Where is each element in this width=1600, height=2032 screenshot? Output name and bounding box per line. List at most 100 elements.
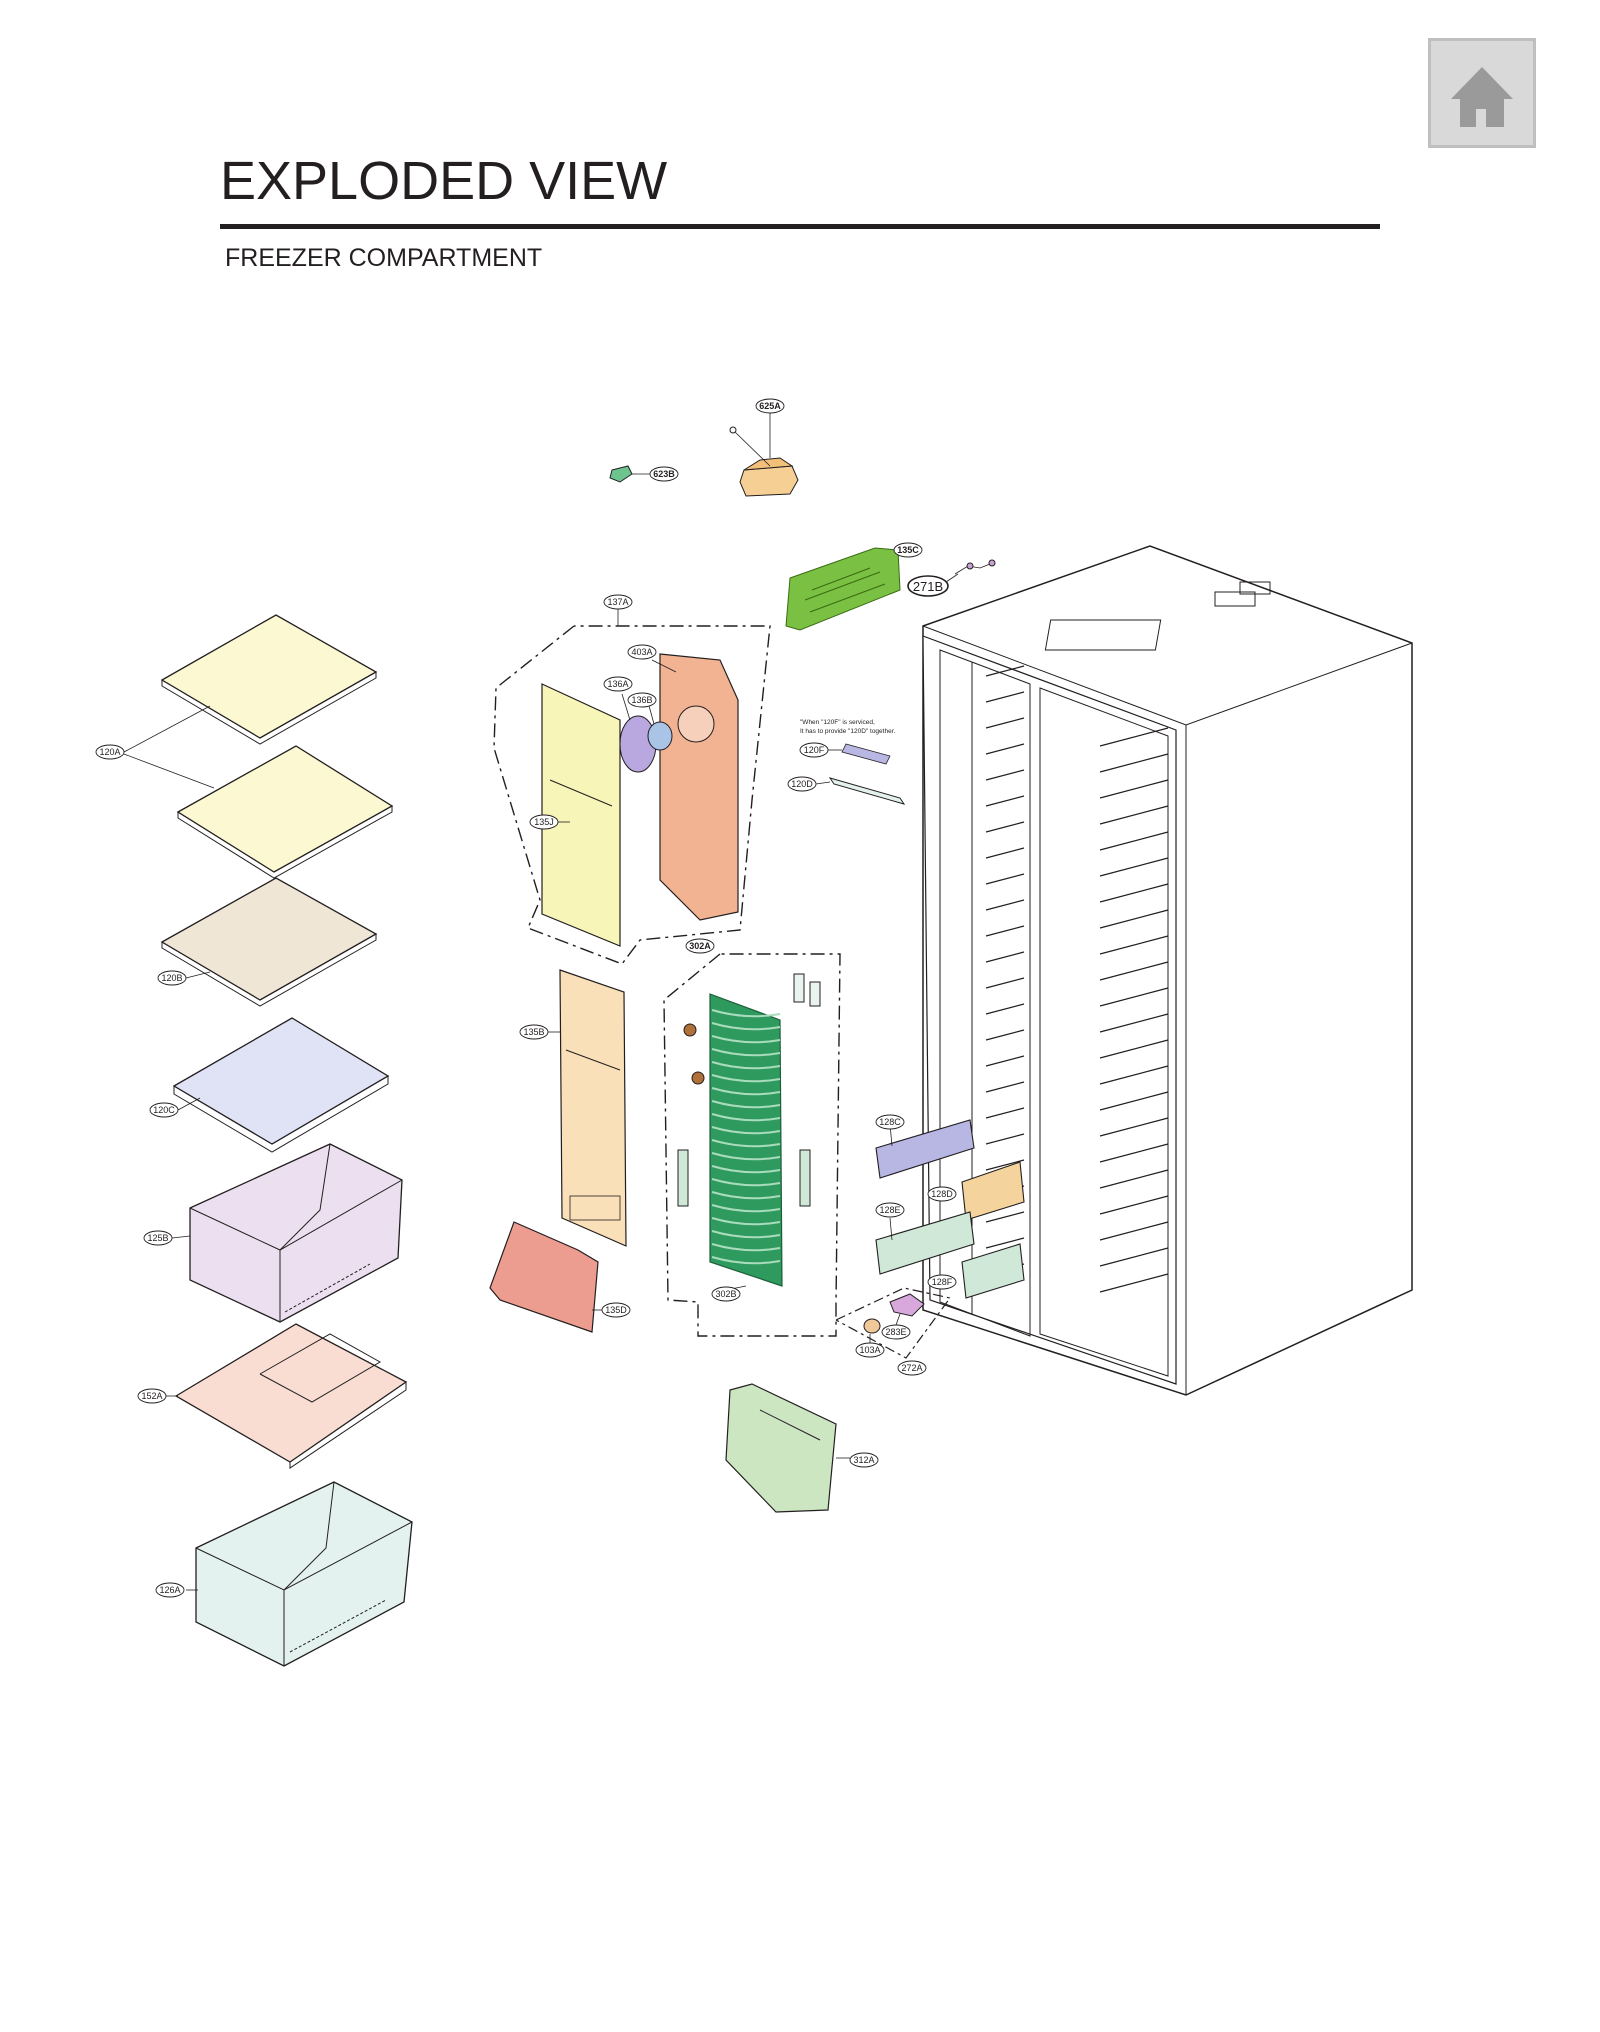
- part-312A-housing: [725, 1383, 837, 1513]
- cabinet-shelf-slat: [985, 717, 1025, 729]
- evaporator-fin: [711, 1165, 781, 1174]
- cabinet-shelf-slat: [985, 1029, 1025, 1041]
- cabinet-shelf-slat: [985, 1133, 1025, 1145]
- part-625A-assembly: [729, 413, 799, 497]
- label-126A: 126A: [155, 1582, 185, 1598]
- svg-text:625A: 625A: [759, 401, 781, 411]
- part-128C-rail: [875, 1119, 975, 1179]
- label-120F: 120F: [799, 742, 829, 758]
- label-128C: 128C: [875, 1114, 905, 1130]
- label-120C: 120C: [149, 1102, 179, 1118]
- label-120B: 120B: [157, 970, 187, 986]
- evaporator-fin: [711, 1009, 781, 1018]
- evaporator-fin: [711, 1087, 781, 1096]
- cabinet-shelf-slat: [985, 899, 1025, 911]
- cabinet-door-bin-line: [1099, 1273, 1169, 1293]
- label-136A: 136A: [603, 676, 633, 692]
- cabinet-door-bin-line: [1099, 1065, 1169, 1085]
- label-135J: 135J: [529, 814, 559, 830]
- cabinet-shelf-slat: [985, 1211, 1025, 1223]
- svg-text:271B: 271B: [913, 579, 943, 594]
- evaporator-fin: [711, 1100, 781, 1109]
- cabinet-door-bin-line: [1099, 987, 1169, 1007]
- svg-text:623B: 623B: [653, 469, 675, 479]
- evaporator-fin: [711, 1139, 781, 1148]
- cabinet-door-bin-line: [1099, 1117, 1169, 1137]
- home-icon: [1451, 67, 1513, 127]
- svg-text:136B: 136B: [631, 695, 652, 705]
- label-137A: 137A: [603, 594, 633, 610]
- evaporator-fin: [711, 1217, 781, 1226]
- svg-text:137A: 137A: [607, 597, 628, 607]
- part-271B-wire: [954, 559, 996, 575]
- svg-text:403A: 403A: [631, 647, 652, 657]
- cabinet-shelf-lines: [985, 665, 1169, 1293]
- label-120A: 120A: [95, 744, 125, 760]
- title-rule: [220, 224, 1380, 229]
- cabinet-door-bin-line: [1099, 1195, 1169, 1215]
- part-125B-bin: [189, 1143, 403, 1323]
- label-623B: 623B: [649, 466, 679, 482]
- part-135D-duct: [489, 1221, 599, 1333]
- cabinet-shelf-slat: [985, 743, 1025, 755]
- cabinet-shelf-slat: [985, 769, 1025, 781]
- part-135B-duct: [559, 969, 627, 1247]
- svg-text:128E: 128E: [879, 1205, 900, 1215]
- svg-text:152A: 152A: [141, 1391, 162, 1401]
- label-103A: 103A: [855, 1342, 885, 1358]
- evaporator-fin: [711, 1061, 781, 1070]
- group-302A-boundary: [663, 953, 841, 1337]
- cabinet-door-bin-line: [1099, 883, 1169, 903]
- label-271B: 271B: [907, 575, 949, 597]
- label-302A: 302A: [685, 938, 715, 954]
- part-126A-bin: [195, 1481, 413, 1667]
- svg-text:120B: 120B: [161, 973, 182, 983]
- cabinet-door-bin-line: [1099, 1221, 1169, 1241]
- label-128F: 128F: [927, 1274, 957, 1290]
- cabinet-door-bin-line: [1099, 831, 1169, 851]
- label-152A: 152A: [137, 1388, 167, 1404]
- cabinet-shelf-slat: [985, 951, 1025, 963]
- evaporator-fin: [711, 1074, 781, 1083]
- cabinet-door-bin-line: [1099, 1091, 1169, 1111]
- cabinet-shelf-slat: [985, 821, 1025, 833]
- label-136B: 136B: [627, 692, 657, 708]
- home-button[interactable]: [1428, 38, 1536, 148]
- label-120D: 120D: [787, 776, 817, 792]
- evaporator-fin: [711, 1035, 781, 1044]
- evaporator-fin: [711, 1230, 781, 1239]
- evaporator-fin: [711, 1126, 781, 1135]
- svg-text:120C: 120C: [153, 1105, 175, 1115]
- cabinet-door-bin-line: [1099, 1039, 1169, 1059]
- svg-text:283E: 283E: [885, 1327, 906, 1337]
- cabinet-shelf-slat: [985, 925, 1025, 937]
- label-625A: 625A: [755, 398, 785, 414]
- svg-text:302A: 302A: [689, 941, 711, 951]
- label-403A: 403A: [627, 644, 657, 660]
- cabinet-shelf-slat: [985, 847, 1025, 859]
- cabinet-shelf-slat: [985, 977, 1025, 989]
- group-272A-boundary: [835, 1287, 952, 1359]
- label-272A: 272A: [897, 1360, 927, 1376]
- label-135C: 135C: [893, 542, 923, 558]
- cabinet-door-bin-line: [1099, 1169, 1169, 1189]
- service-note-line2: It has to provide "120D" together.: [800, 728, 896, 735]
- label-302B: 302B: [711, 1286, 741, 1302]
- part-120D: [828, 777, 906, 805]
- part-128F-rail: [961, 1243, 1025, 1299]
- part-128D-rail: [961, 1161, 1025, 1221]
- svg-text:135B: 135B: [523, 1027, 544, 1037]
- part-120A-shelf-lower: [176, 745, 394, 879]
- part-302A-evaporator: [677, 973, 821, 1287]
- svg-text:136A: 136A: [607, 679, 628, 689]
- label-135D: 135D: [601, 1302, 631, 1318]
- part-403A-shroud: [659, 653, 739, 921]
- cabinet-shelf-slat: [985, 1107, 1025, 1119]
- cabinet-shelf-slat: [985, 1081, 1025, 1093]
- evaporator-fin: [711, 1256, 781, 1265]
- page-title: EXPLODED VIEW: [220, 151, 668, 211]
- svg-text:103A: 103A: [859, 1345, 880, 1355]
- part-103A: [863, 1318, 881, 1334]
- svg-text:128F: 128F: [932, 1277, 953, 1287]
- cabinet-shelf-slat: [985, 1159, 1025, 1171]
